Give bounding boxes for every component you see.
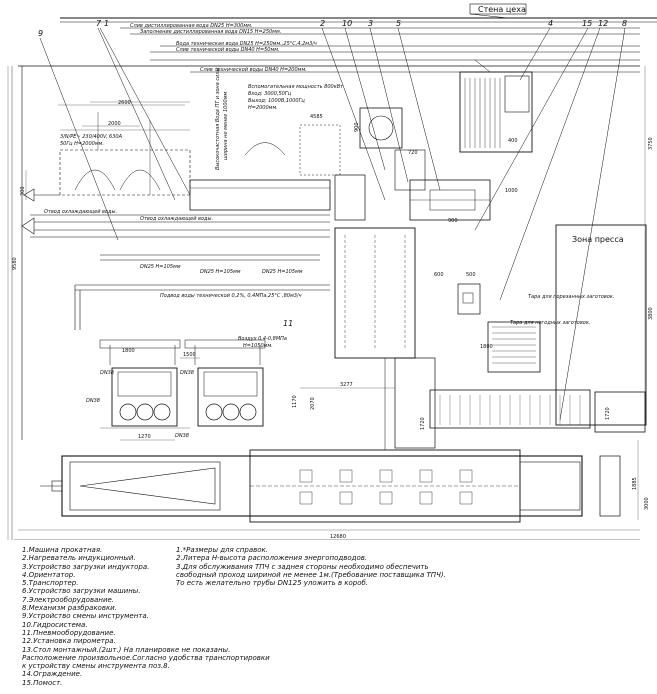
legend-component-item: 9.Устройство смены инструмента. <box>22 612 149 621</box>
pipe-label-distilled-fill: Заполнение дистиллированная вода DN15 H=… <box>140 29 281 35</box>
position-label-5: 5 <box>396 19 401 28</box>
dim-1000: 1000 <box>505 188 518 194</box>
dim-1170: 1170 <box>292 395 298 408</box>
pipe-label-dn25-1: DN25 H=105мм <box>140 264 181 270</box>
dim-3750: 3750 <box>648 137 654 150</box>
dim-1885: 1885 <box>632 477 638 490</box>
vertical-note-1: Высокочастотная Вода ПТ и зона силы <box>215 67 221 170</box>
position-label-7: 7 <box>96 19 102 28</box>
tara-cut-label: Тара для порезанных заготовок. <box>528 294 615 300</box>
legend-component-item: 7.Электрооборудование. <box>22 595 115 604</box>
legend-component-item: 3.Устройство загрузки индуктора. <box>22 562 150 571</box>
legend-component-item: 2.Нагреватель индукционный. <box>22 554 136 563</box>
position-label-9: 9 <box>38 29 43 38</box>
position-label-8: 8 <box>622 19 627 28</box>
position-label-1: 1 <box>104 19 109 28</box>
dim-3277: 3277 <box>340 382 353 388</box>
pipe-label-dn25-2: DN25 H=105мм <box>200 269 241 275</box>
position-label-4: 4 <box>548 19 553 28</box>
tara-reject-label: Тара для негодных заготовок. <box>510 320 590 326</box>
dim-300: 300 <box>20 186 26 196</box>
position-label-2: 2 <box>320 19 325 28</box>
legend-component-item: 15.Помост. <box>22 678 63 687</box>
dim-2600: 2600 <box>118 100 131 106</box>
legend-component-item: к устройству смены инструмента поз.8. <box>22 662 170 671</box>
dim-600: 600 <box>434 272 444 278</box>
legend-component-item: 10.Гидросистема. <box>22 620 88 629</box>
heater-spec-input: Вход: 3000,50Гц <box>248 91 292 97</box>
dim-3000: 3000 <box>644 497 650 510</box>
pipe-label-cooling-2: Отвод охлаждающей воды. <box>140 216 213 222</box>
dim-9580: 9580 <box>12 257 18 270</box>
dn38-label-1: DN38 <box>100 370 114 376</box>
dim-2000: 2000 <box>108 121 121 127</box>
legend-component-item: 4.Ориентатор. <box>22 570 76 579</box>
legend-component-item: 1.Машина прокатная. <box>22 546 103 554</box>
legend-component-item: Расположение произвольное.Согласно удобс… <box>22 653 270 662</box>
dn38-label-2: DN38 <box>86 398 100 404</box>
dim-900-b: 900 <box>448 218 458 224</box>
position-label-15: 15 <box>582 19 592 28</box>
power-supply-height: 50Гц H=2000мм. <box>60 141 104 147</box>
vertical-note-2: ширина не менее 1000мм <box>223 92 229 160</box>
power-supply-label: 3/N/PE~ 230/400V, 630A <box>60 134 123 140</box>
dim-1800-b: 1800 <box>122 348 135 354</box>
legend-note-item: 3.Для обслуживания ТПЧ с заднея стороны … <box>176 562 429 571</box>
legend-component-item: 13.Стол монтажный.(2шт.) На планировке н… <box>22 645 231 654</box>
dn38-label-4: DN38 <box>175 433 189 439</box>
pipe-label-dn25-3: DN25 H=105мм <box>262 269 303 275</box>
position-label-10: 10 <box>342 19 352 28</box>
press-zone-label: Зона пресса <box>572 235 624 244</box>
pipe-label-tech-drain-2: Слив технической воды DN40 H=200мм. <box>200 67 307 73</box>
dim-1720-a: 1720 <box>605 407 611 420</box>
dn38-label-3: DN38 <box>180 370 194 376</box>
pipe-label-tech-drain-1: Слив технической воды DN40 H=50мм. <box>176 47 280 53</box>
air-supply-label: Воздух 0,4-0,8МПа <box>238 336 287 342</box>
dim-720: 720 <box>408 150 418 156</box>
dim-900-a: 900 <box>354 122 360 132</box>
dim-1500: 1500 <box>183 352 196 358</box>
legend-component-item: 8.Механизм разбраковки. <box>22 604 117 613</box>
legend-component-item: 12.Установка пирометра. <box>22 637 116 646</box>
legend-component-item: 5.Транспортер. <box>22 579 79 588</box>
legend-note-item: То есть желательно трубы DN125 уложить в… <box>176 579 369 588</box>
dim-3800: 3800 <box>648 307 654 320</box>
heater-spec-power: Вспомогательная мощность 800кВт <box>248 84 344 90</box>
dim-1720-b: 1720 <box>420 417 426 430</box>
dim-1800-a: 1800 <box>480 344 493 350</box>
position-label-12: 12 <box>598 19 608 28</box>
legend-component-item: 6.Устройство загрузки машины. <box>22 587 141 596</box>
legend-component-item: 11.Пневмооборудование. <box>22 628 116 637</box>
legend-component-item: 14.Ограждение. <box>22 670 83 679</box>
pipe-label-distilled-drain: Слив дистиллированная вода DN25 H=300мм. <box>130 23 252 29</box>
position-label-3: 3 <box>368 19 373 28</box>
dim-1270: 1270 <box>138 434 151 440</box>
dim-4585: 4585 <box>310 114 323 120</box>
legend-note-item: 1.*Размеры для справок. <box>176 546 268 554</box>
dim-2070: 2070 <box>310 397 316 410</box>
legend-note-item: 2.Литера H-высота расположения энергопод… <box>176 554 368 563</box>
legend-notes: 1.*Размеры для справок.2.Литера H-высота… <box>176 546 466 587</box>
legend-components: 1.Машина прокатная.2.Нагреватель индукци… <box>22 546 322 687</box>
dim-500: 500 <box>466 272 476 278</box>
heater-spec-height: H=2000мм. <box>248 105 278 111</box>
heater-spec-output: Выход: 1000В,1000Гц <box>248 98 305 104</box>
pipe-label-tech-water: Вода техническая вода DN25 H=250мм.,25°C… <box>176 41 317 47</box>
dim-12680: 12680 <box>330 534 346 540</box>
dim-400: 400 <box>508 138 518 144</box>
pipe-label-cooling-1: Отвод охлаждающей воды. <box>44 209 117 215</box>
layout-drawing: 9 7 1 2 10 3 5 4 15 12 8 11 Стена цеха З… <box>7 3 657 540</box>
position-label-11: 11 <box>283 319 293 328</box>
air-supply-height: H=1050мм. <box>243 343 273 349</box>
legend-note-item: свободный проход шириной не менее 1м.(Тр… <box>176 570 446 579</box>
pipe-label-water-supply: Подвод воды технической 0,2%, 0,4МПа,25°… <box>160 293 302 299</box>
wall-label: Стена цеха <box>478 5 526 14</box>
